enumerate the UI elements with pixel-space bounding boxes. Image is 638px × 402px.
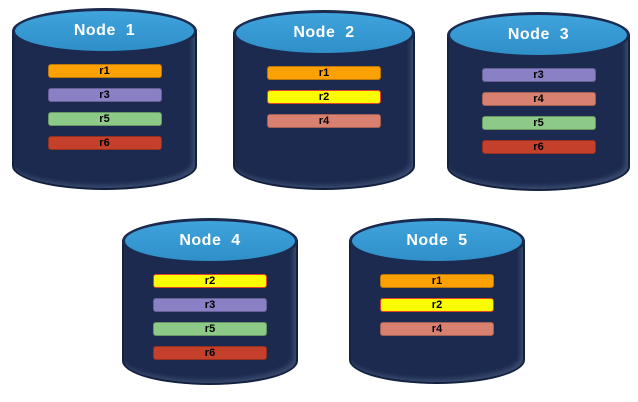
replica-bar-r5: r5 [481, 116, 596, 130]
cylinder-top-ellipse [349, 218, 525, 264]
replica-bar-r3: r3 [47, 88, 162, 102]
node-1-cylinder: Node 1 r1 r3 r5 r6 [12, 8, 197, 190]
node-4-cylinder: Node 4 r2 r3 r5 r6 [122, 218, 298, 385]
replica-bar-r6: r6 [47, 136, 162, 150]
replica-list: r1 r2 r4 [233, 66, 415, 128]
cylinder-top-ellipse [233, 10, 415, 56]
replica-bar-r2: r2 [153, 274, 267, 288]
node-title: Node 2 [293, 24, 355, 41]
replica-bar-r3: r3 [481, 68, 596, 82]
cylinder-body [233, 32, 415, 190]
node-3-cylinder: Node 3 r3 r4 r5 r6 [447, 12, 630, 191]
replica-bar-r5: r5 [153, 322, 267, 336]
replica-bar-r2: r2 [380, 298, 494, 312]
cylinder-top-ellipse [447, 12, 630, 58]
cylinder-top-ellipse [12, 8, 197, 54]
node-2-cylinder: Node 2 r1 r2 r4 [233, 10, 415, 190]
cylinder-body [122, 240, 298, 385]
node-title: Node 3 [507, 26, 570, 43]
replica-bar-r1: r1 [47, 64, 162, 78]
node-title: Node 4 [179, 232, 241, 249]
replica-list: r3 r4 r5 r6 [447, 68, 630, 154]
replica-bar-r6: r6 [481, 140, 596, 154]
replica-list: r2 r3 r5 r6 [122, 274, 298, 360]
node-5-cylinder: Node 5 r1 r2 r4 [349, 218, 525, 384]
cylinder-top-ellipse [122, 218, 298, 264]
replica-bar-r4: r4 [380, 322, 494, 336]
replica-list: r1 r2 r4 [349, 274, 525, 336]
node-title: Node 1 [73, 22, 136, 39]
replica-bar-r3: r3 [153, 298, 267, 312]
replica-list: r1 r3 r5 r6 [12, 64, 197, 150]
cylinder-body [447, 34, 630, 191]
replica-bar-r6: r6 [153, 346, 267, 360]
replica-bar-r1: r1 [380, 274, 494, 288]
replica-bar-r2: r2 [267, 90, 381, 104]
replica-bar-r5: r5 [47, 112, 162, 126]
node-title: Node 5 [406, 232, 468, 249]
replica-bar-r1: r1 [267, 66, 381, 80]
replica-bar-r4: r4 [481, 92, 596, 106]
replica-bar-r4: r4 [267, 114, 381, 128]
